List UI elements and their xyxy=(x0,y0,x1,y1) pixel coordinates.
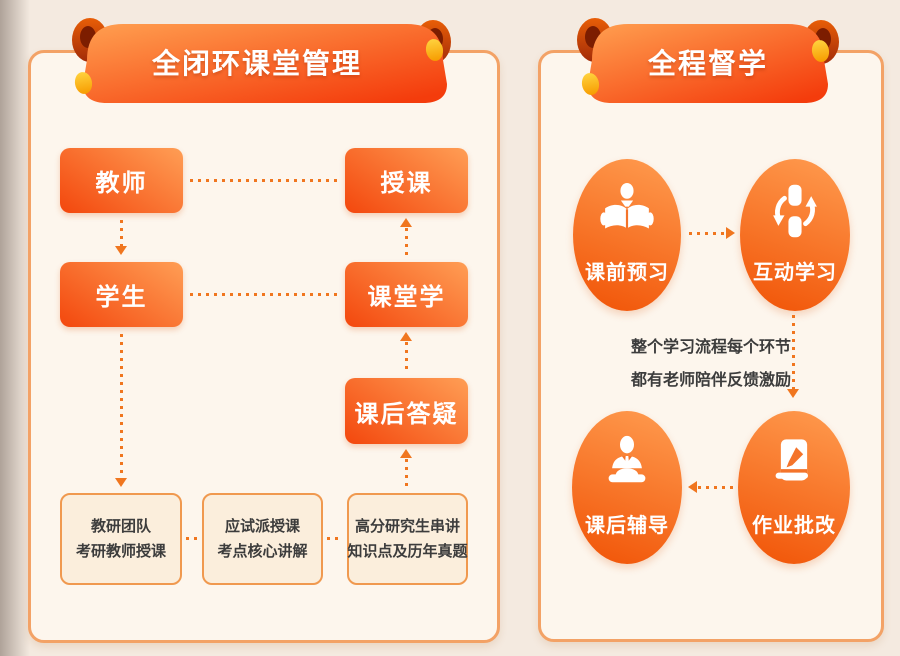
arrowhead-up-icon xyxy=(400,449,412,458)
connector-grading-tutoring xyxy=(698,486,734,489)
detail-box-research-team: 教研团队 考研教师授课 xyxy=(60,493,182,585)
connector-student-box1 xyxy=(120,334,123,478)
detail-box-line: 考研教师授课 xyxy=(75,543,166,560)
arrowhead-right-icon xyxy=(726,227,735,239)
supervision-note: 整个学习流程每个环节 都有老师陪伴反馈激励 xyxy=(538,331,884,397)
node-qa: 课后答疑 xyxy=(345,378,468,444)
connector-box1-box2 xyxy=(186,537,200,540)
connector-box3-qa xyxy=(405,459,408,489)
detail-box-line: 知识点及历年真题 xyxy=(347,543,468,560)
right-panel-title: 全程督学 xyxy=(647,48,768,79)
supervision-note-line2: 都有老师陪伴反馈激励 xyxy=(630,372,791,389)
step-label: 课前预习 xyxy=(585,262,669,284)
step-label: 互动学习 xyxy=(753,262,837,284)
connector-interactive-grading xyxy=(792,315,795,389)
left-panel-title: 全闭环课堂管理 xyxy=(151,48,362,79)
step-label: 课后辅导 xyxy=(585,515,669,537)
node-classroom: 课堂学 xyxy=(345,262,468,327)
connector-teacher-student xyxy=(120,220,123,246)
step-interactive: 互动学习 xyxy=(740,159,850,311)
arrowhead-up-icon xyxy=(400,332,412,341)
node-lecture: 授课 xyxy=(345,148,468,213)
detail-box-line: 应试派授课 xyxy=(224,518,300,535)
connector-classroom-lecture xyxy=(405,228,408,258)
teacher-podium-icon xyxy=(608,435,646,483)
node-teacher: 教师 xyxy=(60,148,183,213)
detail-box-line: 高分研究生串讲 xyxy=(354,518,460,535)
left-ribbon-banner: 全闭环课堂管理 xyxy=(62,10,452,110)
sync-cards-icon xyxy=(773,184,817,238)
arrowhead-up-icon xyxy=(400,218,412,227)
arrowhead-left-icon xyxy=(688,481,697,493)
right-ribbon-banner: 全程督学 xyxy=(570,10,846,110)
arrowhead-down-icon xyxy=(787,389,799,398)
detail-box-exam-teaching: 应试派授课 考点核心讲解 xyxy=(202,493,323,585)
ribbon-shape xyxy=(577,18,839,103)
supervision-note-line1: 整个学习流程每个环节 xyxy=(630,339,791,356)
step-label: 作业批改 xyxy=(752,515,836,537)
connector-preview-interactive xyxy=(689,232,725,235)
detail-box-line: 教研团队 xyxy=(90,518,151,535)
arrowhead-down-icon xyxy=(115,478,127,487)
step-tutoring: 课后辅导 xyxy=(572,411,682,564)
node-student: 学生 xyxy=(60,262,183,327)
connector-teacher-lecture xyxy=(190,179,338,182)
step-grading: 作业批改 xyxy=(738,411,850,564)
detail-box-grad-lectures: 高分研究生串讲 知识点及历年真题 xyxy=(347,493,468,585)
step-preview: 课前预习 xyxy=(573,159,681,311)
notebook-pencil-icon xyxy=(775,439,808,481)
arrowhead-down-icon xyxy=(115,246,127,255)
reading-book-icon xyxy=(600,183,654,229)
left-edge-shadow xyxy=(0,0,30,656)
connector-student-classroom xyxy=(190,293,338,296)
connector-box2-box3 xyxy=(327,537,343,540)
detail-box-line: 考点核心讲解 xyxy=(217,543,308,560)
connector-qa-classroom xyxy=(405,342,408,374)
